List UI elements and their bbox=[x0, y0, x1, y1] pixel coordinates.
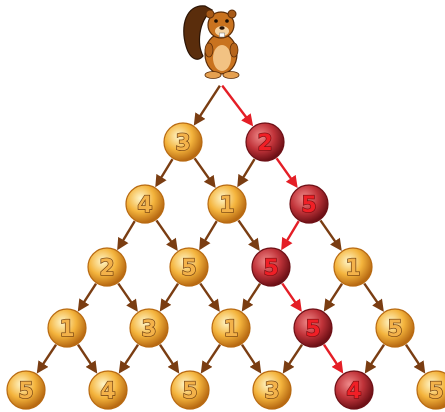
coin-value: 5 bbox=[305, 317, 320, 342]
beaver-eye-right bbox=[225, 19, 229, 23]
path-arrow-r2-2-2 bbox=[243, 284, 260, 310]
beaver-foot-right bbox=[223, 72, 239, 79]
coin-value: 4 bbox=[346, 379, 361, 404]
path-arrow-r3-1-1 bbox=[120, 345, 138, 372]
selected-coin: 5 bbox=[252, 248, 290, 286]
coin-value: 5 bbox=[428, 379, 443, 404]
path-arrow-r2-3-3 bbox=[325, 284, 342, 310]
path-arrow-r0-0-0 bbox=[157, 159, 173, 185]
path-arrow-r2-3-4 bbox=[364, 284, 382, 310]
coin-value: 5 bbox=[18, 379, 33, 404]
coin: 5 bbox=[171, 371, 209, 409]
selected-path-arrow-r0-1-2 bbox=[277, 158, 297, 186]
beaver-belly bbox=[213, 45, 231, 71]
coin: 5 bbox=[417, 371, 445, 409]
coin-value: 3 bbox=[264, 379, 279, 404]
coin-value: 4 bbox=[137, 193, 152, 218]
coin-value: 5 bbox=[387, 317, 402, 342]
coin: 5 bbox=[376, 309, 414, 347]
beaver-arm-right bbox=[230, 43, 238, 57]
path-arrow-r1-2-3 bbox=[321, 220, 341, 249]
coins-layer: 3 2 4 1 5 2 5 5 1 1 3 1 5 5 5 4 5 3 4 5 bbox=[7, 123, 445, 409]
selected-coin: 4 bbox=[335, 371, 373, 409]
beaver-ear-right bbox=[228, 10, 236, 18]
path-arrow-r2-1-2 bbox=[200, 284, 218, 310]
coin: 3 bbox=[164, 123, 202, 161]
path-arrow-r2-1-1 bbox=[161, 284, 178, 310]
coin-value: 1 bbox=[345, 256, 360, 281]
coin: 3 bbox=[130, 309, 168, 347]
path-arrow-r3-0-1 bbox=[78, 345, 96, 372]
selected-coin: 2 bbox=[246, 123, 284, 161]
path-arrow-r3-0-0 bbox=[38, 345, 56, 372]
path-arrow-r1-0-1 bbox=[157, 220, 177, 249]
path-arrow-r1-0-0 bbox=[118, 221, 134, 248]
selected-path-arrow-start-1 bbox=[222, 86, 252, 125]
coin: 3 bbox=[253, 371, 291, 409]
beaver-mascot-icon bbox=[184, 6, 239, 79]
path-arrow-r0-1-1 bbox=[239, 159, 255, 185]
beaver-eye-left bbox=[214, 19, 218, 23]
coin: 4 bbox=[89, 371, 127, 409]
coin-value: 5 bbox=[181, 256, 196, 281]
selected-coin: 5 bbox=[290, 185, 328, 223]
coin-value: 5 bbox=[301, 193, 316, 218]
path-arrow-r3-3-3 bbox=[284, 345, 302, 372]
coin: 4 bbox=[126, 185, 164, 223]
beaver-foot-left bbox=[205, 72, 221, 79]
coin: 1 bbox=[208, 185, 246, 223]
path-arrow-r3-4-4 bbox=[366, 345, 384, 372]
coin-value: 1 bbox=[219, 193, 234, 218]
beaver-teeth bbox=[220, 33, 225, 37]
coin-value: 5 bbox=[263, 256, 278, 281]
path-arrow-r3-4-5 bbox=[406, 345, 424, 372]
selected-path-arrow-r2-2-3 bbox=[282, 284, 300, 310]
beaver-ear-left bbox=[206, 10, 214, 18]
coin: 1 bbox=[334, 248, 372, 286]
path-arrow-r3-2-3 bbox=[242, 345, 260, 372]
coin-value: 3 bbox=[175, 131, 190, 156]
coin: 5 bbox=[170, 248, 208, 286]
coin: 5 bbox=[7, 371, 45, 409]
coin: 2 bbox=[88, 248, 126, 286]
path-arrow-r3-2-2 bbox=[202, 345, 220, 372]
path-arrow-r1-1-2 bbox=[239, 220, 259, 249]
coin-value: 4 bbox=[100, 379, 115, 404]
coin-value: 1 bbox=[223, 317, 238, 342]
beaver-arm-left bbox=[205, 43, 213, 57]
path-arrow-r2-0-0 bbox=[79, 284, 96, 310]
selected-coin: 5 bbox=[294, 309, 332, 347]
coin-value: 2 bbox=[99, 256, 114, 281]
selected-path-arrow-r3-3-4 bbox=[324, 345, 342, 372]
path-arrow-r0-0-1 bbox=[195, 158, 215, 186]
coin-value: 1 bbox=[59, 317, 74, 342]
coin: 1 bbox=[212, 309, 250, 347]
selected-path-arrow-r1-2-2 bbox=[282, 221, 298, 248]
path-arrow-r3-1-2 bbox=[160, 345, 178, 372]
coin: 1 bbox=[48, 309, 86, 347]
coin-value: 5 bbox=[182, 379, 197, 404]
coin-value: 3 bbox=[141, 317, 156, 342]
path-arrow-start-0 bbox=[195, 86, 220, 124]
path-arrow-r2-0-1 bbox=[118, 284, 136, 310]
beaver-nose bbox=[219, 26, 224, 30]
path-arrow-r1-1-1 bbox=[200, 221, 216, 248]
coin-value: 2 bbox=[257, 131, 272, 156]
